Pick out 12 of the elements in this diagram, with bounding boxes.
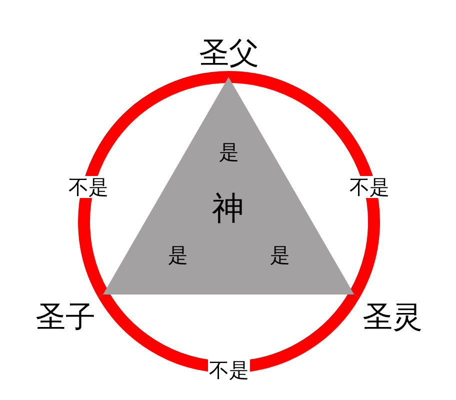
edge-label: 不是 <box>208 359 250 381</box>
circle-arc <box>228 71 380 298</box>
inner-label: 是 <box>168 245 188 265</box>
inner-label: 是 <box>218 142 239 162</box>
center-label: 神 <box>212 192 244 224</box>
vertex-label: 圣灵 <box>354 294 427 332</box>
circle-arc <box>78 71 230 298</box>
inner-label: 是 <box>270 245 290 265</box>
edge-label: 不是 <box>67 176 110 198</box>
vertex-label: 圣子 <box>31 294 104 332</box>
edge-label: 不是 <box>348 176 391 198</box>
vertex-label: 圣父 <box>195 39 263 77</box>
